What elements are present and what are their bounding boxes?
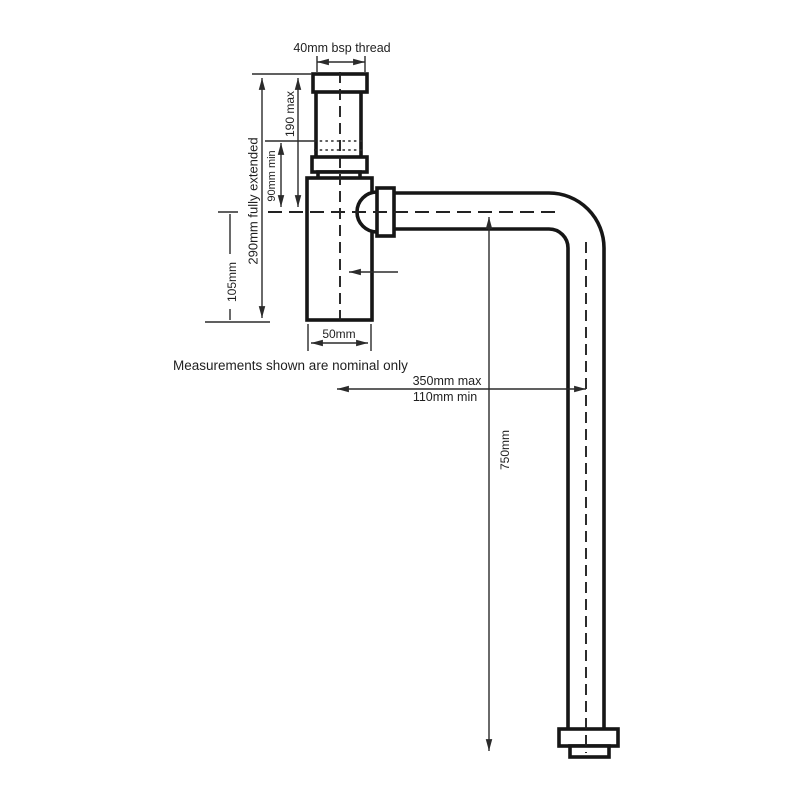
label-105mm: 105mm — [225, 262, 239, 302]
note-nominal-measurements: Measurements shown are nominal only — [173, 358, 408, 373]
label-750mm: 750mm — [498, 430, 512, 470]
dim-ext-40mm — [316, 56, 366, 72]
label-50mm: 50mm — [322, 327, 355, 341]
label-110mm-min: 110mm min — [413, 390, 477, 404]
label-190-max: 190 max — [283, 91, 297, 137]
inlet-pipe — [314, 92, 363, 157]
label-90mm-min: 90mm min — [266, 150, 278, 201]
centerlines — [268, 72, 587, 753]
dimension-lines — [205, 56, 586, 751]
dimension-labels: 40mm bsp thread 190 max 90mm min 290mm f… — [173, 41, 512, 470]
dim-line-105mm — [205, 211, 270, 323]
outlet-wall-flange — [557, 727, 620, 748]
outlet-wall-spigot — [568, 744, 611, 759]
dim-ext-50mm — [307, 324, 372, 351]
waste-pipe-horizontal — [394, 191, 549, 231]
elbow-outer — [548, 191, 606, 249]
trap-assembly — [305, 72, 620, 759]
minimum-insertion-dotted-lines — [314, 140, 364, 151]
label-inlet-thread: 40mm bsp thread — [293, 41, 390, 55]
waste-pipe-vertical — [566, 248, 606, 729]
label-350mm-max: 350mm max — [413, 374, 483, 388]
elbow-inner — [548, 227, 570, 249]
label-290mm-fully-extended: 290mm fully extended — [246, 137, 261, 264]
